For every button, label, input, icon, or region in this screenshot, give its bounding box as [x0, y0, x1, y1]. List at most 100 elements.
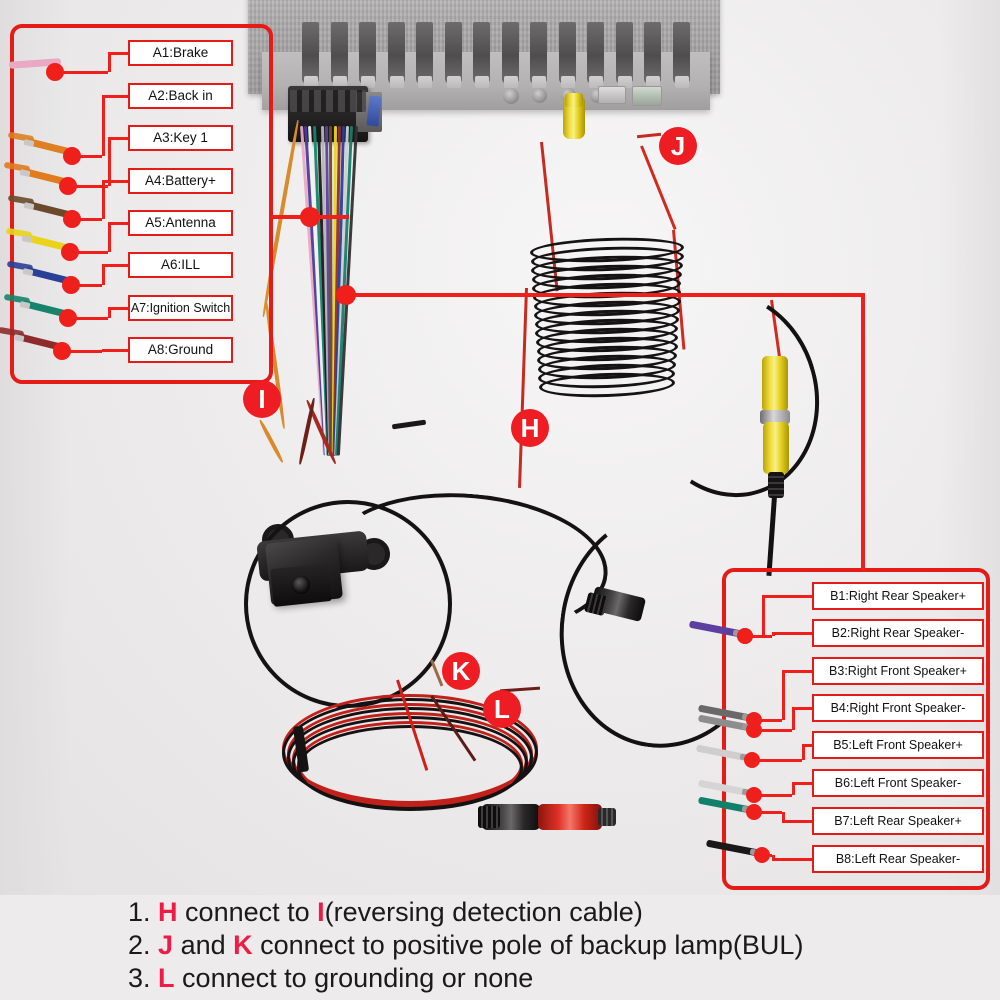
note-2-tail: connect to positive pole of backup lamp(…: [252, 930, 804, 960]
b-label-b6[interactable]: B6:Left Front Speaker-: [812, 769, 984, 797]
a-wire-dot-a1: [46, 63, 64, 81]
note-1-number: 1.: [128, 897, 151, 927]
a-wire-dot-a4: [63, 210, 81, 228]
heatsink-fin: [615, 22, 633, 84]
b-leader-h2: [802, 743, 812, 747]
heatsink-fin: [359, 22, 376, 84]
note-line-3: 3. L connect to grounding or none: [128, 962, 1000, 995]
b-leader-h2: [782, 819, 812, 823]
a-label-a6[interactable]: A6:ILL: [128, 252, 233, 278]
a-leader-v: [108, 53, 111, 72]
b-leader-v: [782, 671, 785, 720]
b-label-text: B8:Left Rear Speaker-: [835, 851, 961, 866]
heatsink-fin: [644, 22, 661, 84]
heatsink-fin: [501, 22, 519, 84]
a-label-a4[interactable]: A4:Battery+: [128, 168, 233, 194]
b-label-text: B7:Left Rear Speaker+: [834, 813, 962, 828]
a-wire-dot-a2: [63, 147, 81, 165]
rca-coupler-silver-ring: [760, 410, 790, 424]
marker-i[interactable]: I: [243, 380, 281, 418]
a-leader-h2: [108, 306, 128, 310]
a-leader-v: [102, 181, 105, 219]
b-label-b1[interactable]: B1:Right Rear Speaker+: [812, 582, 984, 610]
a-leader-h1: [72, 154, 102, 158]
marker-l[interactable]: L: [483, 690, 521, 728]
b-wire-dot-b4: [746, 722, 762, 738]
heatsink-fin: [330, 22, 348, 84]
b-leader-h2: [792, 706, 812, 710]
a-leader-v: [108, 308, 111, 318]
note-2-mid: and: [173, 930, 234, 960]
note-2-marker-k: K: [233, 930, 253, 960]
connector-ribs: [290, 90, 366, 112]
rca-yellow-coupler-bottom: [763, 422, 789, 474]
b-leader-h1: [752, 758, 802, 762]
b-label-b4[interactable]: B4:Right Front Speaker-: [812, 694, 984, 722]
a-label-a7[interactable]: A7:Ignition Switch: [128, 295, 233, 321]
a-leader-h2: [102, 263, 128, 267]
heatsink-fin: [302, 22, 319, 84]
heatsink-slot: [560, 76, 575, 88]
b-label-b3[interactable]: B3:Right Front Speaker+: [812, 657, 984, 685]
b-wire-dot-b8: [754, 847, 770, 863]
b-label-text: B5:Left Front Speaker+: [833, 737, 963, 752]
heatsink-slot: [304, 76, 318, 88]
rca-yellow-coupler-top: [762, 356, 788, 412]
b-label-b2[interactable]: B2:Right Rear Speaker-: [812, 619, 984, 647]
note-1-tail: (reversing detection cable): [324, 897, 643, 927]
trunk-line-vertical: [861, 293, 865, 571]
heatsink-slot: [532, 76, 546, 88]
heatsink-slot: [361, 76, 375, 88]
a-label-a8[interactable]: A8:Ground: [128, 337, 233, 363]
heatsink-slot: [332, 76, 347, 88]
marker-h[interactable]: H: [511, 409, 549, 447]
heatsink-slot: [389, 76, 404, 88]
heatsink-fin: [387, 22, 405, 84]
a-label-a1[interactable]: A1:Brake: [128, 40, 233, 66]
b-leader-v: [792, 708, 795, 730]
rca-coupler-strain-relief: [768, 472, 784, 498]
a-leader-h1: [68, 184, 108, 188]
a-leader-h1: [70, 250, 108, 254]
instruction-notes: 1. H connect to I(reversing detection ca…: [128, 896, 1000, 995]
note-2-marker-j: J: [158, 930, 174, 960]
power-plug-red-tip: [598, 808, 616, 826]
heatsink-slot: [646, 76, 660, 88]
note-3-marker-l: L: [158, 963, 175, 993]
b-leader-v: [772, 633, 775, 636]
heatsink-slot: [589, 76, 603, 88]
heatsink-slot: [617, 76, 632, 88]
b-label-b5[interactable]: B5:Left Front Speaker+: [812, 731, 984, 759]
a-label-a2[interactable]: A2:Back in: [128, 83, 233, 109]
trunk-line-horizontal: [345, 293, 865, 297]
note-3-number: 3.: [128, 963, 151, 993]
b-wire-dot-b6: [746, 787, 762, 803]
power-plug-red-barrel: [538, 804, 602, 830]
b-leader-v: [782, 812, 785, 821]
rca-yellow-barrel: [565, 93, 583, 107]
a-label-a5[interactable]: A5:Antenna: [128, 210, 233, 236]
note-1-marker-i: I: [317, 897, 325, 927]
marker-j[interactable]: J: [659, 127, 697, 165]
a-label-text: A3:Key 1: [153, 130, 208, 146]
heatsink-fin: [530, 22, 547, 84]
a-label-a3[interactable]: A3:Key 1: [128, 125, 233, 151]
note-1-mid: connect to: [177, 897, 318, 927]
b-leader-v: [792, 783, 795, 795]
heatsink-slot: [674, 76, 689, 88]
power-plug-ribs: [478, 806, 500, 828]
a-leader-v: [102, 96, 105, 156]
heatsink-fin: [473, 22, 490, 84]
a-leader-h1: [62, 349, 102, 353]
a-leader-h1: [72, 217, 102, 221]
a-wire-dot-a7: [59, 309, 77, 327]
marker-k[interactable]: K: [442, 652, 480, 690]
b-label-b8[interactable]: B8:Left Rear Speaker-: [812, 845, 984, 873]
b-leader-h2: [782, 669, 812, 673]
b-label-b7[interactable]: B7:Left Rear Speaker+: [812, 807, 984, 835]
rca-yellow-plug-headunit: [563, 97, 585, 139]
a-leader-h2: [102, 94, 128, 98]
